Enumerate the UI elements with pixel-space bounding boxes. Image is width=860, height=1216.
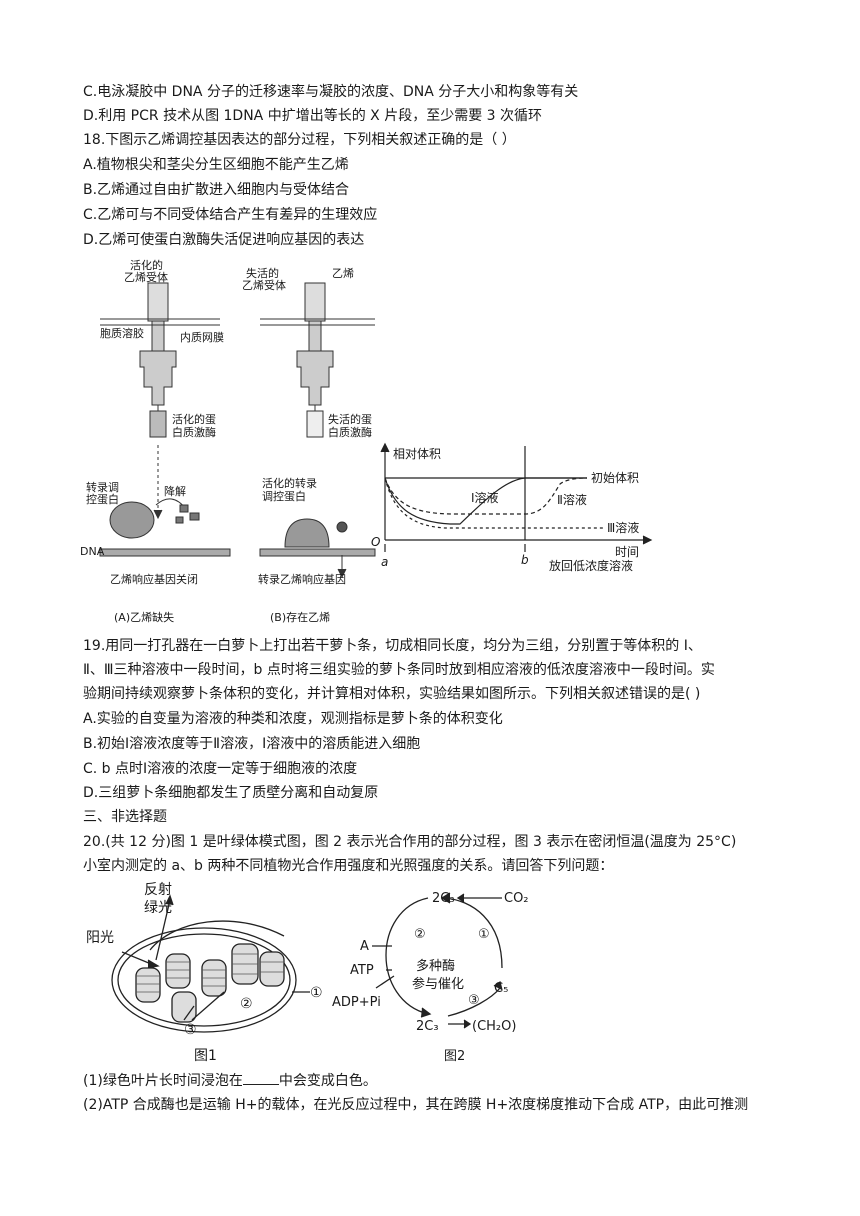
chloroplast-inner-membrane [117,933,291,1027]
q19-option-b: B.初始Ⅰ溶液浓度等于Ⅱ溶液，Ⅰ溶液中的溶质能进入细胞 [83,736,421,752]
q18-option-c: C.乙烯可与不同受体结合产生有差异的生理效应 [83,207,378,223]
label-ch2o: (CH₂O) [472,1019,516,1034]
y-axis-label: 相对体积 [393,447,441,461]
label-point-b: b [521,553,529,567]
label-step-1: ① [478,927,490,942]
grana-stacks [135,943,285,1023]
label-inactive-kinase-1: 失活的蛋 [328,412,372,426]
q17-option-c: C.电泳凝胶中 DNA 分子的迁移速率与凝胶的浓度、DNA 分子大小和构象等有关 [83,84,579,100]
active-kinase-shape [149,410,167,438]
label-active-kinase-2: 白质激酶 [172,425,216,439]
q19-option-c: C. b 点时Ⅰ溶液的浓度一定等于细胞液的浓度 [83,761,358,777]
adp-output-arrow [375,975,395,989]
label-step-2: ② [414,927,426,942]
label-cytosol: 胞质溶胶 [100,326,144,340]
dna-strand-a [99,548,231,557]
q20-stem-1: 20.(共 12 分)图 1 是叶绿体模式图，图 2 表示光合作用的部分过程，图… [83,834,737,850]
label-origin: O [371,535,380,549]
stroma-lamella [149,920,285,951]
label-enzymes-2: 参与催化 [412,976,464,992]
ethylene-signaling-figure: 活化的 乙烯受体 失活的 乙烯受体 乙烯 胞质溶胶 内质网膜 活化的蛋 白质激酶… [80,258,376,624]
caption-a: (A)乙烯缺失 [114,610,174,624]
label-solution-3: Ⅲ溶液 [607,520,639,535]
label-enzymes-1: 多种酶 [416,958,455,974]
label-point-a: a [381,555,388,569]
relative-volume-figure: 相对体积 初始体积 Ⅰ溶液 Ⅱ溶液 Ⅲ溶液 O a b 时间 放回低浓度溶液 [371,442,653,573]
label-active-kinase-1: 活化的蛋 [172,412,216,426]
cycle-arc-left [385,897,429,1015]
caption-b: (B)存在乙烯 [270,610,330,624]
caption-fig-2: 图2 [444,1049,465,1064]
label-adp: ADP+Pi [332,995,381,1010]
transcription-factor-a-shape [109,501,155,539]
label-return-low: 放回低浓度溶液 [549,558,633,573]
caption-fig-1: 图1 [194,1048,217,1064]
q20-sub1-post: 中会变成白色。 [278,1073,377,1089]
label-solution-1: Ⅰ溶液 [471,490,499,505]
label-sunlight: 阳光 [86,930,114,946]
curve-solution-1 [384,477,587,525]
label-c3-bottom: 2C₃ [416,1019,439,1034]
active-transcription-factor-shape [284,518,330,548]
label-inactive-receptor-2: 乙烯受体 [242,278,286,292]
q20-sub1: (1)绿色叶片长时间浸泡在 中会变成白色。 [83,1070,377,1091]
q17-option-d: D.利用 PCR 技术从图 1DNA 中扩增出等长的 X 片段，至少需要 3 次… [83,108,543,124]
label-active-tf-2: 调控蛋白 [262,489,306,503]
q20-stem-2: 小室内测定的 a、b 两种不同植物光合作用强度和光照强度的关系。请回答下列问题： [83,858,614,874]
section-3-heading: 三、非选择题 [83,809,167,825]
dna-strand-b [259,548,376,557]
label-co2: CO₂ [504,891,529,906]
label-activated-receptor-2: 乙烯受体 [124,270,168,284]
x-axis-label: 时间 [615,545,639,559]
label-part-3: ③ [184,1022,197,1038]
label-reflect-2: 绿光 [144,900,172,916]
label-gene-off: 乙烯响应基因关闭 [110,572,198,586]
q19-option-a: A.实验的自变量为溶液的种类和浓度，观测指标是萝卜条的体积变化 [83,711,503,727]
chloroplast-figure: 反射 绿光 阳光 ① ② ③ 图1 [86,882,323,1064]
inactive-kinase-shape [306,410,324,438]
label-part-2: ② [240,996,253,1012]
activated-receptor-shape [139,282,177,406]
q19-stem-1: 19.用同一打孔器在一白萝卜上打出若干萝卜条，切成相同长度，均分为三组，分别置于… [83,638,702,654]
q18-option-d: D.乙烯可使蛋白激酶失活促进响应基因的表达 [83,232,365,248]
label-atp: ATP [350,963,374,978]
label-inactive-kinase-2: 白质激酶 [328,425,372,439]
q18-option-b: B.乙烯通过自由扩散进入细胞内与受体结合 [83,182,350,198]
label-dna: DNA [80,545,105,558]
q20-sub1-blank[interactable] [242,1070,279,1085]
q20-sub1-pre: (1)绿色叶片长时间浸泡在 [83,1073,243,1089]
label-er-membrane: 内质网膜 [180,330,224,344]
reflected-light-ray [155,899,171,961]
label-gene-on: 转录乙烯响应基因 [258,572,346,586]
calvin-cycle-figure: 2C₃ CO₂ A ATP ADP+Pi 多种酶 参与催化 C₅ 2C₃ (CH… [332,891,529,1064]
chloroplast-outer-membrane [111,927,297,1033]
label-activated-receptor-1: 活化的 [130,258,163,272]
label-tf-1: 转录调 [86,480,119,494]
label-a: A [360,939,369,954]
label-c3-top: 2C₃ [432,891,455,906]
label-degrade: 降解 [164,484,186,498]
q20-sub2: (2)ATP 合成酶也是运输 H+的载体，在光反应过程中，其在跨膜 H+浓度梯度… [83,1097,749,1113]
label-c5: C₅ [494,981,508,996]
q19-stem-2: Ⅱ、Ⅲ三种溶液中一段时间，b 点时将三组实验的萝卜条同时放到相应溶液的低浓度溶液… [83,662,715,678]
cycle-arc-right [443,897,503,969]
label-active-tf-1: 活化的转录 [262,476,317,490]
q19-option-d: D.三组萝卜条细胞都发生了质壁分离和自动复原 [83,785,379,801]
q18-option-a: A.植物根尖和茎尖分生区细胞不能产生乙烯 [83,157,349,173]
label-part-1: ① [310,985,323,1001]
label-ethylene: 乙烯 [332,267,354,280]
inactive-receptor-shape [296,282,334,406]
label-tf-2: 控蛋白 [86,492,119,506]
label-inactive-receptor-1: 失活的 [246,266,279,280]
label-step-3: ③ [468,993,480,1008]
label-initial-volume: 初始体积 [591,471,639,485]
q18-stem: 18.下图示乙烯调控基因表达的部分过程，下列相关叙述正确的是（ ） [83,132,516,148]
c3-to-c5-arrow [447,987,501,1017]
curve-solution-2 [384,477,588,515]
q19-stem-3: 验期间持续观察萝卜条体积的变化，并计算相对体积，实验结果如图所示。下列相关叙述错… [83,686,701,702]
label-solution-2: Ⅱ溶液 [557,492,587,507]
label-reflect-1: 反射 [144,882,172,898]
